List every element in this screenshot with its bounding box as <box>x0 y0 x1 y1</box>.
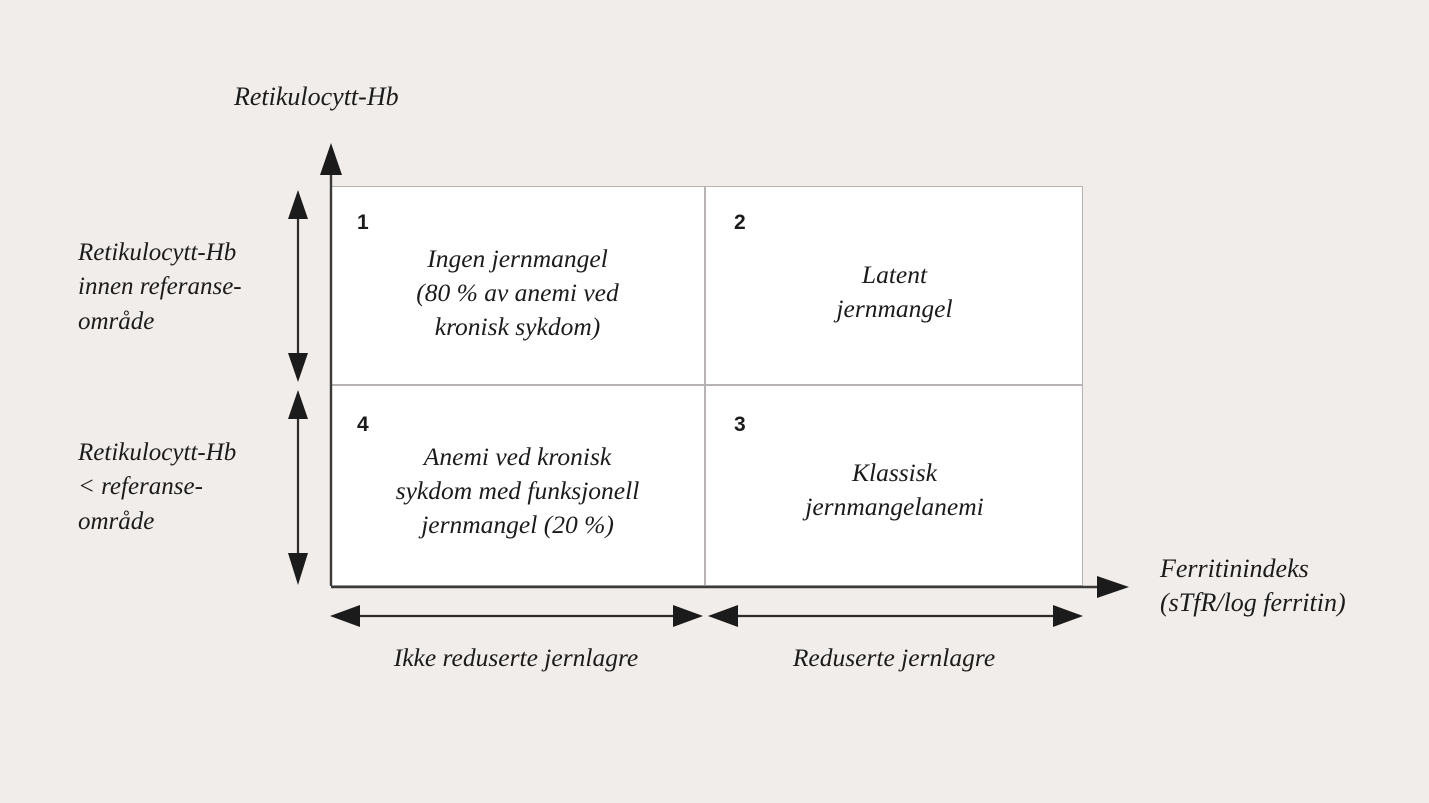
bracket-right-segment-icon <box>708 605 1083 627</box>
bottom-label-left: Ikke reduserte jernlagre <box>393 643 639 672</box>
side-label-lower: Retikulocytt-Hb < referanse- område <box>78 439 237 535</box>
x-axis-title: Ferritinindeks (sTfR/log ferritin) <box>1160 554 1346 617</box>
quadrant-matrix-box <box>331 186 1083 586</box>
quadrant-2-number: 2 <box>734 211 746 234</box>
quadrant-1-text: Ingen jernmangel (80 % av anemi ved kron… <box>416 244 619 341</box>
quadrant-3-text: Klassisk jernmangelanemi <box>805 458 984 521</box>
quadrant-4-text: Anemi ved kronisk sykdom med funksjonell… <box>395 442 640 539</box>
side-label-upper: Retikulocytt-Hb innen referanse- område <box>78 239 242 335</box>
bottom-label-right: Reduserte jernlagre <box>792 643 996 672</box>
quadrant-4: 4 Anemi ved kronisk sykdom med funksjone… <box>331 386 704 586</box>
bracket-left-segment-icon <box>330 605 703 627</box>
quadrant-3: 3 Klassisk jernmangelanemi <box>706 386 1083 586</box>
quadrant-3-number: 3 <box>734 413 746 436</box>
quadrant-4-number: 4 <box>357 413 369 436</box>
horizontal-divider <box>331 384 1083 386</box>
y-axis-title: Retikulocytt-Hb <box>234 82 399 111</box>
quadrant-2: 2 Latent jernmangel <box>706 186 1083 384</box>
vertical-divider <box>704 186 706 586</box>
quadrant-1-number: 1 <box>357 211 369 234</box>
bracket-lower-range-icon <box>288 390 308 585</box>
quadrant-2-text: Latent jernmangel <box>836 260 953 323</box>
quadrant-1: 1 Ingen jernmangel (80 % av anemi ved kr… <box>331 186 704 384</box>
bracket-upper-range-icon <box>288 190 308 382</box>
